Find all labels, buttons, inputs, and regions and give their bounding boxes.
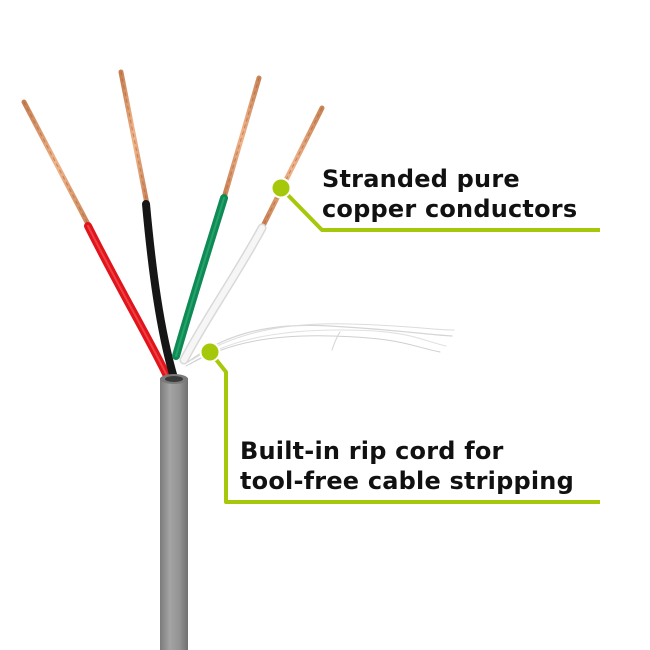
label-ripcord-line2: tool-free cable stripping xyxy=(240,467,574,495)
label-ripcord-line1: Built-in rip cord for xyxy=(240,437,504,465)
wire-black xyxy=(142,200,178,382)
cable-jacket xyxy=(160,374,188,650)
callout-dot-ripcord xyxy=(199,341,221,363)
callout-line-ripcord xyxy=(208,350,600,504)
rip-cord-threads xyxy=(185,323,455,367)
label-stranded-copper-conductors: Stranded pure copper conductors xyxy=(322,164,577,224)
copper-strands xyxy=(21,69,325,231)
callout-dot-conductors xyxy=(270,177,292,199)
wire-green xyxy=(172,194,228,360)
insulated-wires xyxy=(84,194,267,382)
label-conductors-line1: Stranded pure xyxy=(322,165,520,193)
callout-line-conductors xyxy=(279,186,600,232)
label-rip-cord: Built-in rip cord for tool-free cable st… xyxy=(240,436,574,496)
label-conductors-line2: copper conductors xyxy=(322,195,578,223)
callout-ripcord xyxy=(199,341,600,504)
callout-conductors xyxy=(270,177,600,232)
